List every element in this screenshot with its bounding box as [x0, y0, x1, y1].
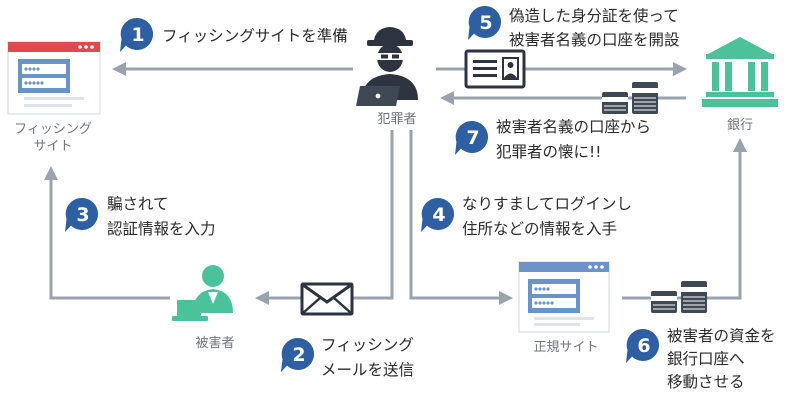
step-3-number: 3 — [76, 204, 89, 226]
step-5-text-line2: 被害者名義の口座を開設 — [509, 31, 680, 49]
step-3-text-line2: 認証情報を入力 — [107, 220, 216, 238]
step-2-badge: 2 — [281, 337, 315, 372]
criminal-label: 犯罪者 — [377, 112, 416, 127]
step-2: 2 フィッシング メールを送信 — [281, 336, 414, 379]
money-stack-icon — [651, 281, 707, 313]
step-7-number: 7 — [466, 127, 479, 149]
step-1: 1 フィッシングサイトを準備 — [120, 17, 348, 52]
step-5-text-line1: 偽造した身分証を使って — [509, 7, 679, 25]
step-7-text-line1: 被害者名義の口座から — [496, 118, 651, 136]
arrowhead-1 — [112, 62, 126, 76]
step-5-badge: 5 — [468, 5, 502, 40]
criminal-icon — [356, 27, 418, 106]
step-2-text-line1: フィッシング — [321, 336, 414, 354]
step-3: 3 騙されて 認証情報を入力 — [65, 195, 216, 238]
connector-2 — [268, 130, 394, 300]
legit-site-label: 正規サイト — [533, 340, 598, 355]
arrowhead-6 — [733, 138, 747, 152]
victim-label: 被害者 — [195, 335, 234, 351]
step-6-text-line2: 銀行口座へ — [667, 350, 745, 368]
step-6-number: 6 — [637, 335, 650, 357]
step-3-badge: 3 — [65, 197, 99, 232]
step-6-text-line1: 被害者の資金を — [667, 327, 776, 345]
step-4-number: 4 — [432, 204, 445, 226]
step-7-badge: 7 — [455, 120, 489, 155]
arrowhead-7 — [440, 91, 454, 105]
step-1-badge: 1 — [120, 17, 154, 52]
arrowhead-3 — [44, 166, 58, 180]
step-1-number: 1 — [131, 24, 144, 46]
bank-icon — [702, 37, 778, 107]
step-4-text-line1: なりすましてログインし — [462, 195, 632, 213]
envelope-icon — [300, 282, 354, 316]
step-2-number: 2 — [292, 344, 305, 366]
arrowhead-4 — [499, 291, 513, 305]
connector-4 — [409, 130, 500, 300]
step-4-badge: 4 — [421, 197, 455, 232]
bank-label: 銀行 — [727, 118, 753, 133]
step-1-text-line1: フィッシングサイトを準備 — [162, 27, 348, 45]
id-card-icon — [464, 49, 526, 89]
connector-3 — [49, 180, 170, 300]
step-7-text-line2: 犯罪者の懐に!! — [496, 143, 601, 161]
step-3-text-line1: 騙されて — [107, 195, 169, 213]
phishing-site-label-line2: サイト — [33, 139, 72, 154]
step-6-badge: 6 — [626, 328, 660, 363]
phishing-site-label-line1: フィッシング — [14, 122, 92, 137]
legit-site-icon — [518, 261, 610, 333]
connector-6 — [622, 152, 742, 300]
step-7: 7 被害者名義の口座から 犯罪者の懐に!! — [455, 118, 651, 161]
step-4-text-line2: 住所などの情報を入手 — [462, 220, 617, 238]
step-5: 5 偽造した身分証を使って 被害者名義の口座を開設 — [468, 5, 680, 49]
step-6-text-line3: 移動させる — [667, 373, 745, 391]
step-6: 6 被害者の資金を 銀行口座へ 移動させる — [626, 327, 776, 391]
victim-icon — [172, 265, 233, 321]
step-5-number: 5 — [479, 12, 492, 34]
step-4: 4 なりすましてログインし 住所などの情報を入手 — [421, 195, 632, 238]
phishing-site-icon — [7, 41, 101, 115]
arrowhead-2 — [255, 291, 269, 305]
step-2-text-line2: メールを送信 — [321, 361, 414, 379]
money-stack-icon — [602, 82, 658, 114]
arrowhead-5 — [673, 62, 687, 76]
